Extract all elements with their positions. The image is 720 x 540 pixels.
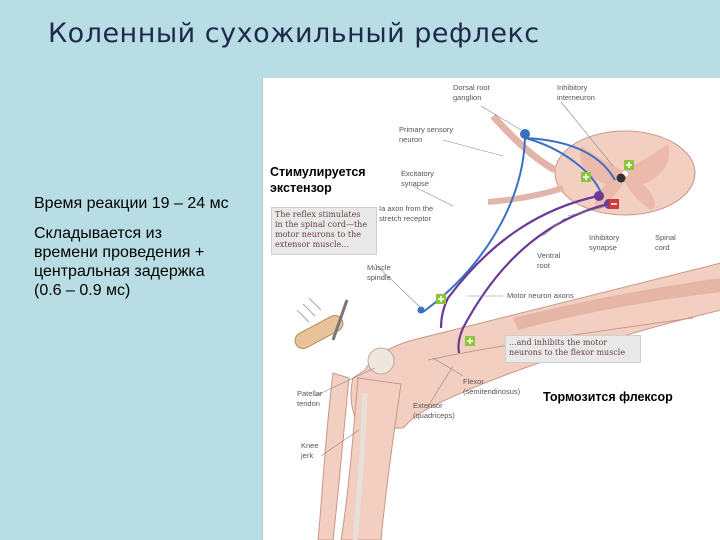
motor-pathways: [439, 194, 609, 354]
label-ventral-root: Ventral root: [537, 251, 562, 270]
composition-line: центральная задержка: [34, 263, 205, 280]
reflex-diagram: Dorsal root ganglion Inhibitory interneu…: [262, 78, 720, 540]
label-extensor: Extensor (quadriceps): [413, 401, 455, 420]
inhibitory-synapse-marker: [609, 199, 619, 209]
muscle-spindle-ending: [417, 306, 425, 314]
reflex-hammer: [294, 297, 349, 349]
slide-title: Коленный сухожильный рефлекс: [48, 18, 540, 49]
label-motor-neuron-axons: Motor neuron axons: [507, 291, 574, 300]
callout-flexor-inhibited: Тормозится флексор: [540, 388, 676, 406]
note-reflex-stimulates: The reflex stimulates in the spinal cord…: [271, 207, 377, 255]
label-inhibitory-interneuron: Inhibitory interneuron: [557, 83, 595, 102]
callout-line: экстензор: [270, 181, 332, 195]
label-ia-axon: Ia axon from the stretch receptor: [379, 204, 435, 223]
label-knee-jerk: Knee jerk: [300, 441, 321, 460]
label-patellar-tendon: Patellar tendon: [297, 389, 325, 408]
leader-lines: [314, 101, 614, 457]
composition-line: времени проведения +: [34, 244, 205, 261]
dorsal-root-ganglion-cell: [520, 129, 530, 139]
note-line: ...and inhibits the motor: [509, 338, 608, 347]
callout-extensor-stimulated: Стимулируется экстензор: [268, 164, 368, 196]
note-reflex-inhibits: ...and inhibits the motor neurons to the…: [505, 335, 641, 363]
label-flexor: Flexor (semitendinosus): [463, 377, 521, 396]
label-primary-sensory-neuron: Primary sensory neuron: [399, 125, 455, 144]
sensory-pathway: [422, 136, 616, 313]
excitatory-synapse-marker: [465, 336, 475, 346]
composition-line: Складывается из: [34, 225, 162, 242]
note-line: neurons to the flexor muscle: [509, 348, 626, 357]
label-muscle-spindle: Muscle spindle: [367, 263, 393, 282]
note-line: motor neurons to the: [275, 230, 361, 239]
label-excitatory-synapse: Excitatory synapse: [401, 169, 436, 188]
label-inhibitory-synapse: Inhibitory synapse: [589, 233, 622, 252]
spinal-cord-section: [487, 113, 696, 216]
extensor-motor-neuron: [594, 191, 604, 201]
excitatory-synapse-marker: [624, 160, 634, 170]
reflex-illustration: Dorsal root ganglion Inhibitory interneu…: [294, 83, 720, 540]
inhibitory-interneuron-cell: [616, 173, 626, 183]
reaction-time-text: Время реакции 19 – 24 мс: [34, 195, 229, 212]
callout-line: Стимулируется: [270, 165, 366, 179]
label-spinal-cord: Spinal cord: [655, 233, 678, 252]
note-line: in the spinal cord—the: [275, 220, 368, 229]
excitatory-synapse-marker: [436, 294, 446, 304]
composition-text: Складывается из времени проведения + цен…: [34, 224, 259, 300]
note-line: The reflex stimulates: [275, 210, 361, 219]
excitatory-synapse-marker: [581, 172, 591, 182]
composition-line: (0.6 – 0.9 мс): [34, 282, 131, 299]
label-dorsal-root-ganglion: Dorsal root ganglion: [453, 83, 492, 102]
note-line: extensor muscle...: [275, 240, 349, 249]
